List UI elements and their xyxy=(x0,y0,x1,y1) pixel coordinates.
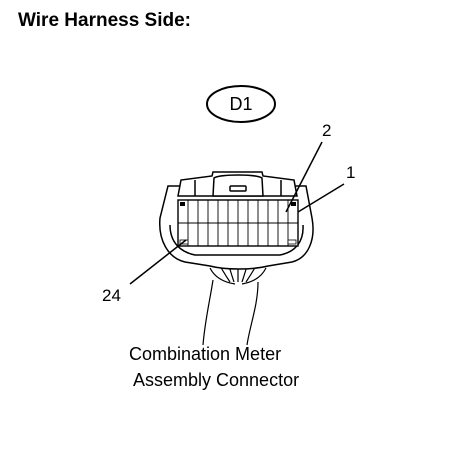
terminal-mark-top-right xyxy=(291,202,296,206)
connector-id-oval xyxy=(206,85,276,123)
terminal-mark-top-left xyxy=(180,202,185,206)
pin-label-2: 2 xyxy=(322,121,331,140)
housing-inner-rim xyxy=(169,224,304,256)
terminal-mark-bottom-right xyxy=(287,239,297,245)
pin-label-24: 24 xyxy=(102,286,121,305)
leader-line-pin-24 xyxy=(129,239,187,285)
wire-bundle xyxy=(202,261,267,346)
leader-line-pin-2 xyxy=(285,141,323,213)
terminal-cavity-grid xyxy=(177,199,299,247)
pin-label-1: 1 xyxy=(346,163,355,182)
connector-id-label: D1 xyxy=(229,94,252,114)
leader-lines xyxy=(129,141,345,285)
leader-line-pin-1 xyxy=(297,183,345,213)
page-title: Wire Harness Side: xyxy=(18,10,192,31)
caption-line-2: Assembly Connector xyxy=(133,370,299,390)
lock-tab-slot xyxy=(229,185,247,192)
connector-id-badge: D1 xyxy=(206,85,276,123)
caption-line-1: Combination Meter xyxy=(129,344,281,364)
